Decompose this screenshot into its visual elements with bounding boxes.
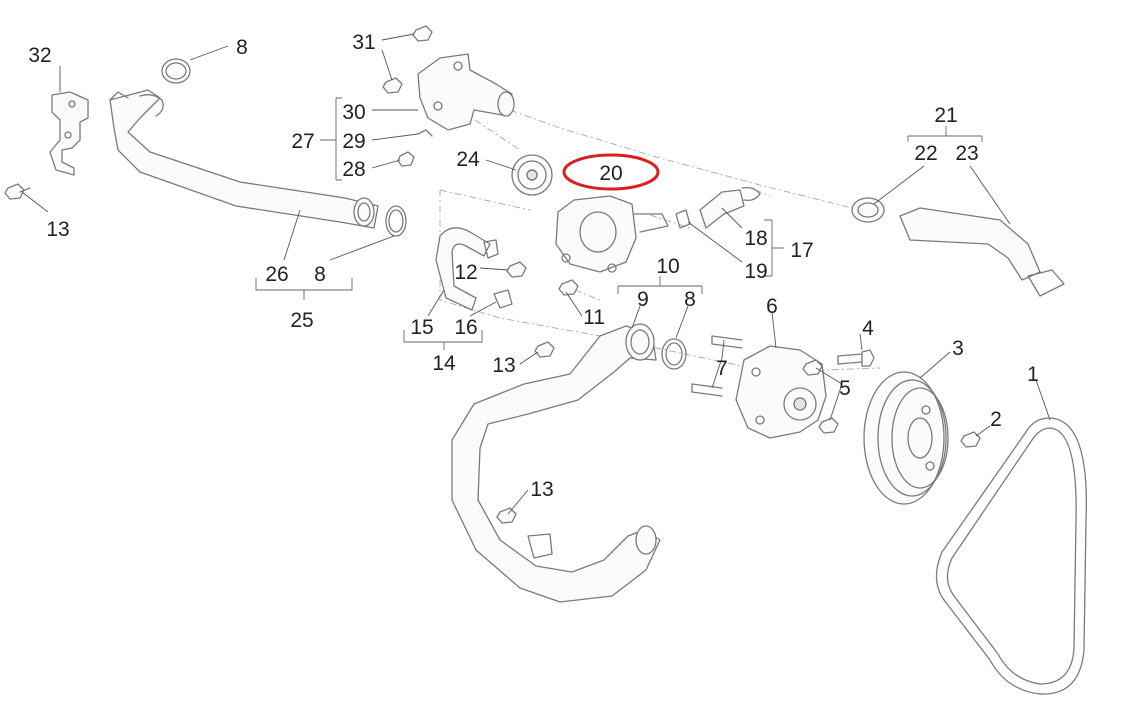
callout-8c: 8 xyxy=(684,288,696,311)
bolt-part xyxy=(4,183,31,200)
callout-6: 6 xyxy=(766,295,778,318)
callout-28: 28 xyxy=(342,158,365,181)
callout-22: 22 xyxy=(914,142,937,165)
o-ring-part xyxy=(161,58,191,84)
long-pipe-part xyxy=(109,89,379,229)
callout-31: 31 xyxy=(352,31,375,54)
callout-32: 32 xyxy=(28,44,51,67)
callout-23: 23 xyxy=(955,142,978,165)
callout-20: 20 xyxy=(599,162,622,185)
highlight-ellipse xyxy=(562,153,660,191)
bolt-part xyxy=(382,25,433,94)
thermostat-outlet-part xyxy=(417,53,515,131)
callout-13a: 13 xyxy=(46,218,69,241)
callout-30: 30 xyxy=(342,101,365,124)
pulley-part xyxy=(863,371,949,505)
water-pump-part xyxy=(735,345,827,439)
group-brackets xyxy=(255,97,983,350)
assembly-center-lines xyxy=(439,94,881,373)
bolt-part xyxy=(802,359,823,376)
callout-24: 24 xyxy=(456,148,480,171)
callout-8b: 8 xyxy=(314,263,326,286)
callout-13c: 13 xyxy=(530,478,553,501)
callout-9: 9 xyxy=(637,288,649,311)
callout-10: 10 xyxy=(656,255,679,278)
stud-part xyxy=(691,335,743,397)
bolt-part xyxy=(534,341,555,358)
callout-labels: 1 2 3 4 5 6 7 8 8 8 9 10 11 12 13 13 13 … xyxy=(28,31,1039,501)
callout-11: 11 xyxy=(583,306,605,329)
lower-pipe-part xyxy=(451,323,661,603)
bolt-part xyxy=(960,431,981,448)
right-hose-part xyxy=(851,197,1065,297)
long-bolt-part xyxy=(837,349,875,367)
callout-26: 26 xyxy=(265,263,288,286)
thermostat-housing-part xyxy=(555,195,669,273)
callout-5: 5 xyxy=(839,377,851,400)
bolt-part xyxy=(818,417,839,434)
callout-15: 15 xyxy=(410,316,433,339)
callout-25: 25 xyxy=(290,309,313,332)
callout-4: 4 xyxy=(862,317,874,340)
bolt-part xyxy=(496,507,517,524)
callout-18: 18 xyxy=(744,227,767,250)
callout-19: 19 xyxy=(744,260,767,283)
bolt-part xyxy=(506,261,527,278)
callout-2: 2 xyxy=(990,408,1002,431)
callout-3: 3 xyxy=(952,337,964,360)
callout-16: 16 xyxy=(454,316,477,339)
o-ring-part xyxy=(661,338,687,370)
clip-part xyxy=(417,129,433,137)
callout-13b: 13 xyxy=(492,354,515,377)
loop-hose-part xyxy=(435,227,513,311)
callout-14: 14 xyxy=(432,352,456,375)
bracket-part xyxy=(49,91,89,176)
callout-29: 29 xyxy=(342,130,365,153)
callout-21: 21 xyxy=(934,104,957,127)
leader-lines xyxy=(21,33,1051,515)
callout-17: 17 xyxy=(790,239,813,262)
callout-1: 1 xyxy=(1027,363,1039,386)
callout-27: 27 xyxy=(291,130,314,153)
o-ring-part xyxy=(385,205,407,237)
thermostat-part xyxy=(511,154,553,196)
belt-part xyxy=(935,417,1088,695)
callout-8a: 8 xyxy=(236,36,248,59)
bolt-part xyxy=(558,279,579,296)
callout-12: 12 xyxy=(454,261,477,284)
screw-part xyxy=(397,151,415,167)
callout-7: 7 xyxy=(716,357,728,380)
